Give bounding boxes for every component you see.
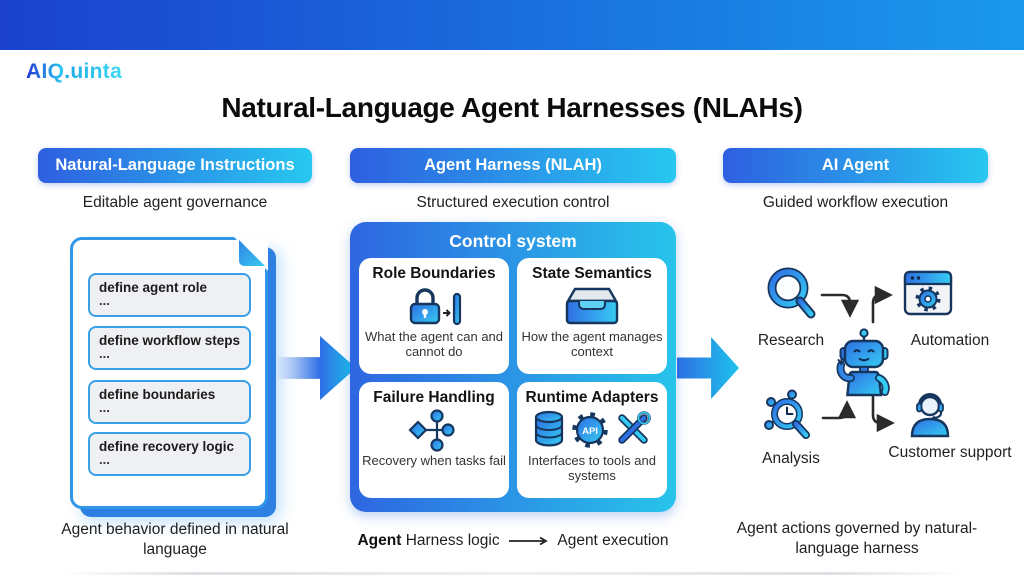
svg-text:API: API <box>582 426 598 437</box>
card-runtime-adapters: Runtime Adapters API Interfaces to to <box>517 382 667 498</box>
card-role-boundaries: Role Boundaries What the agent can and c… <box>359 258 509 374</box>
network-magnifier-icon <box>764 389 810 439</box>
doc-item-ellipsis: ... <box>99 346 110 361</box>
caption-middle: Agent Harness logic Agent execution <box>350 532 676 550</box>
brand-logo-primary: AIQ <box>26 60 65 83</box>
control-system-title: Control system <box>449 231 577 251</box>
card-title: Role Boundaries <box>372 265 496 282</box>
header-pill-ai-agent: AI Agent <box>723 148 988 183</box>
label-research: Research <box>757 332 825 349</box>
lock-gate-icon <box>359 283 509 329</box>
caption-middle-end: Agent execution <box>557 532 669 549</box>
doc-item-ellipsis: ... <box>99 400 110 415</box>
magnifier-icon <box>767 267 816 319</box>
card-failure-handling: Failure Handling Recovery when tasks fai… <box>359 382 509 498</box>
brand-logo-secondary: .uinta <box>64 60 123 83</box>
brand-logo: AIQ.uinta <box>26 60 122 84</box>
database-api-tools-icon: API <box>517 407 667 453</box>
card-desc: Recovery when tasks fail <box>362 453 506 468</box>
card-title: Failure Handling <box>373 389 495 406</box>
card-title: State Semantics <box>532 265 652 282</box>
doc-item-define-agent-role: define agent role ... <box>88 273 251 317</box>
doc-item-title: define boundaries <box>99 387 216 402</box>
bottom-edge-shadow <box>60 572 964 575</box>
instructions-document: define agent role ... define workflow st… <box>70 237 268 509</box>
branch-tree-icon <box>359 407 509 453</box>
agent-flow-diagram: Research Automation Analysis Customer su… <box>735 258 1013 493</box>
caption-middle-bold: Agent <box>357 532 402 549</box>
page-title: Natural-Language Agent Harnesses (NLAHs) <box>221 92 803 123</box>
subtitle-structured-control: Structured execution control <box>416 194 610 211</box>
browser-gear-icon <box>903 270 953 316</box>
subtitle-editable-governance: Editable agent governance <box>82 194 268 211</box>
caption-right: Agent actions governed by natural-langua… <box>736 520 978 557</box>
api-gear-icon: API <box>572 412 608 448</box>
flow-arrow-left-to-middle-icon <box>276 336 356 400</box>
doc-item-define-workflow-steps: define workflow steps ... <box>88 326 251 370</box>
doc-item-title: define recovery logic <box>99 439 235 454</box>
card-state-semantics: State Semantics How the agent manages co… <box>517 258 667 374</box>
top-accent-bar <box>0 0 1024 50</box>
crossed-tools-icon <box>618 411 651 444</box>
doc-item-define-recovery-logic: define recovery logic ... <box>88 432 251 476</box>
robot-icon <box>836 328 890 397</box>
subtitle-guided-execution: Guided workflow execution <box>762 194 949 211</box>
card-desc: Interfaces to tools and systems <box>528 453 656 484</box>
control-system-panel: Control system Role Boundaries What the … <box>350 222 676 512</box>
header-pill-natural-language-instructions: Natural-Language Instructions <box>38 148 312 183</box>
flow-arrow-middle-to-right-icon <box>677 337 739 399</box>
long-right-arrow-icon <box>508 536 548 546</box>
flow-arrows <box>820 285 895 433</box>
header-pill-agent-harness: Agent Harness (NLAH) <box>350 148 676 183</box>
card-desc: How the agent manages context <box>521 329 663 360</box>
label-customer-support: Customer support <box>888 444 1012 461</box>
doc-item-title: define agent role <box>99 280 208 295</box>
caption-middle-regular: Harness logic <box>405 532 500 549</box>
doc-item-define-boundaries: define boundaries ... <box>88 380 251 424</box>
open-tray-icon <box>517 283 667 329</box>
database-icon <box>534 410 564 447</box>
doc-item-title: define workflow steps <box>99 333 241 348</box>
headset-person-icon <box>910 393 950 438</box>
doc-item-ellipsis: ... <box>99 293 110 308</box>
caption-left: Agent behavior defined in natural langua… <box>61 521 289 558</box>
label-analysis: Analysis <box>762 450 820 467</box>
label-automation: Automation <box>910 332 990 349</box>
card-title: Runtime Adapters <box>525 389 659 406</box>
card-desc: What the agent can and cannot do <box>364 329 504 360</box>
doc-item-ellipsis: ... <box>99 452 110 467</box>
